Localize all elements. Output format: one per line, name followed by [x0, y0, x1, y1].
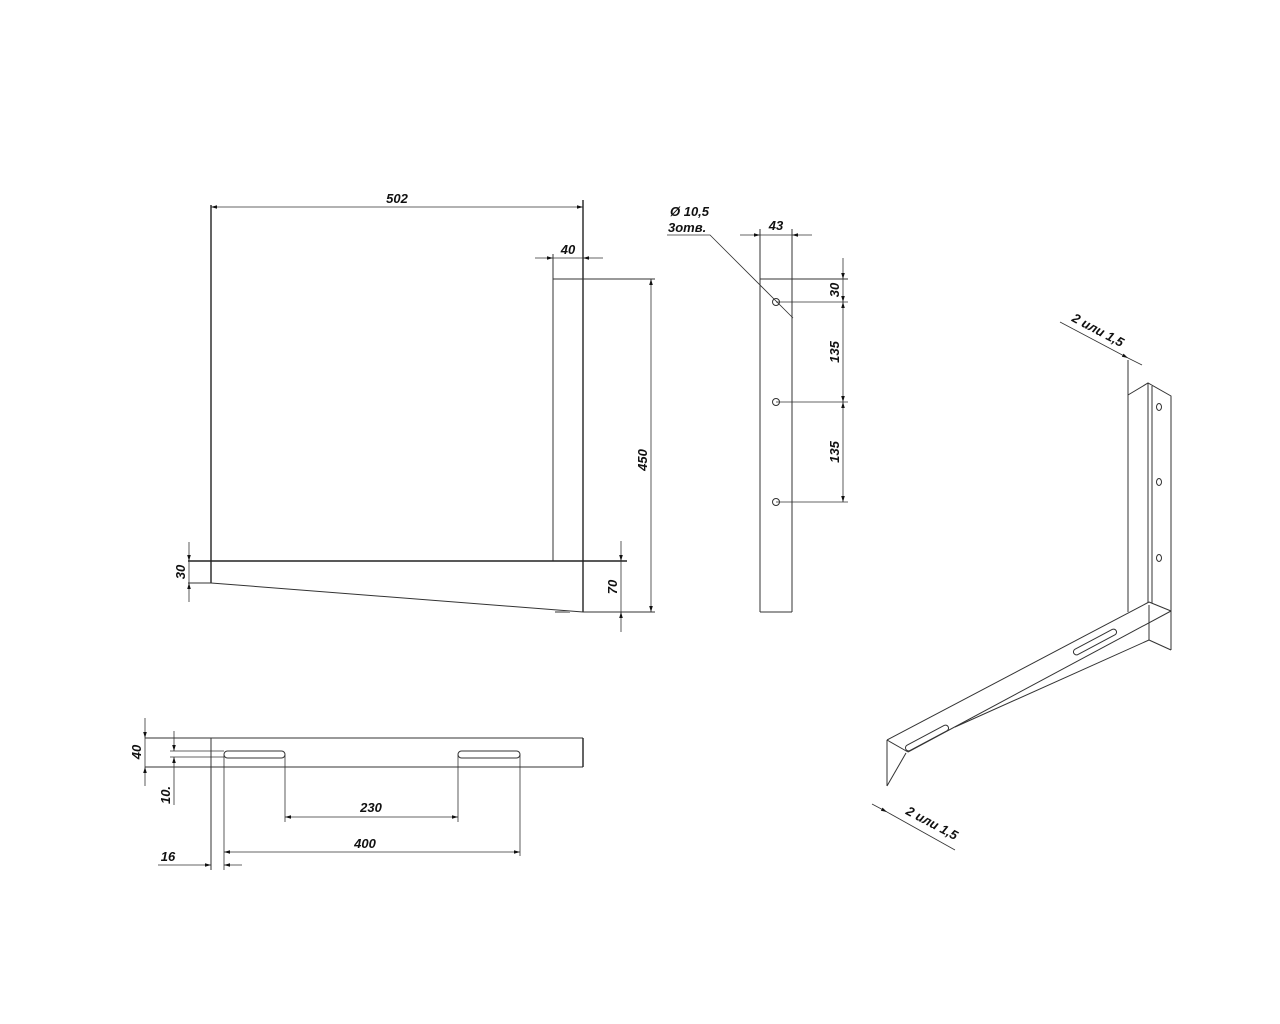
- dim-40-top-view-label: 40: [129, 744, 144, 760]
- dim-502-label: 502: [386, 191, 408, 206]
- arm-tip-web-edge: [886, 752, 907, 787]
- web-root-edge: [1148, 639, 1172, 651]
- iso-slot-1: [904, 724, 950, 752]
- hole-leader-line: [667, 234, 794, 319]
- post-top-outline: [1127, 382, 1172, 650]
- arm-front-edge: [907, 610, 1172, 753]
- thickness-dim-bottom: [886, 811, 956, 851]
- slot-2: [457, 750, 521, 759]
- front-view: 502 40 450 70 30: [173, 191, 655, 632]
- iso-slot-2: [1072, 628, 1118, 656]
- dim-30-label: 30: [173, 564, 188, 579]
- iso-hole: [1156, 554, 1162, 562]
- hole-diameter-note: Ø 10,5: [670, 204, 710, 219]
- hole-count-note: 3отв.: [668, 220, 706, 235]
- dim-135-label-1: 135: [827, 340, 842, 362]
- dim-230-label: 230: [359, 800, 382, 815]
- arm-sloped-edge: [210, 582, 584, 613]
- dim-400-label: 400: [353, 836, 376, 851]
- iso-hole: [1156, 403, 1162, 411]
- arm-tip-edge: [886, 739, 909, 753]
- web-lower-edge: [954, 639, 1150, 728]
- thickness-top-label: 2 или 1,5: [1069, 310, 1127, 351]
- dim-10-label: 10.: [158, 786, 173, 804]
- thickness-dim-bottom-start: [871, 803, 888, 813]
- dim-450-label: 450: [635, 448, 650, 471]
- top-view: 230 400 16 40 10.: [129, 718, 584, 870]
- slot-1: [223, 750, 286, 759]
- dim-70-label: 70: [605, 579, 620, 594]
- arm-root-edge: [1148, 601, 1172, 612]
- thickness-dim-top-end: [1127, 357, 1143, 366]
- side-view: 30 135 135 43 Ø 10,5 3отв.: [667, 204, 848, 613]
- thickness-dim-top: [1059, 321, 1129, 359]
- dim-30-side-label: 30: [827, 282, 842, 297]
- iso-hole: [1156, 478, 1162, 486]
- dim-40-label: 40: [560, 242, 576, 257]
- dim-135-label-2: 135: [827, 440, 842, 462]
- dim-43-label: 43: [768, 218, 784, 233]
- dim-16-label: 16: [161, 849, 176, 864]
- arm-back-edge: [886, 601, 1150, 741]
- isometric-view: 2 или 1,5 2 или 1,5: [871, 310, 1172, 851]
